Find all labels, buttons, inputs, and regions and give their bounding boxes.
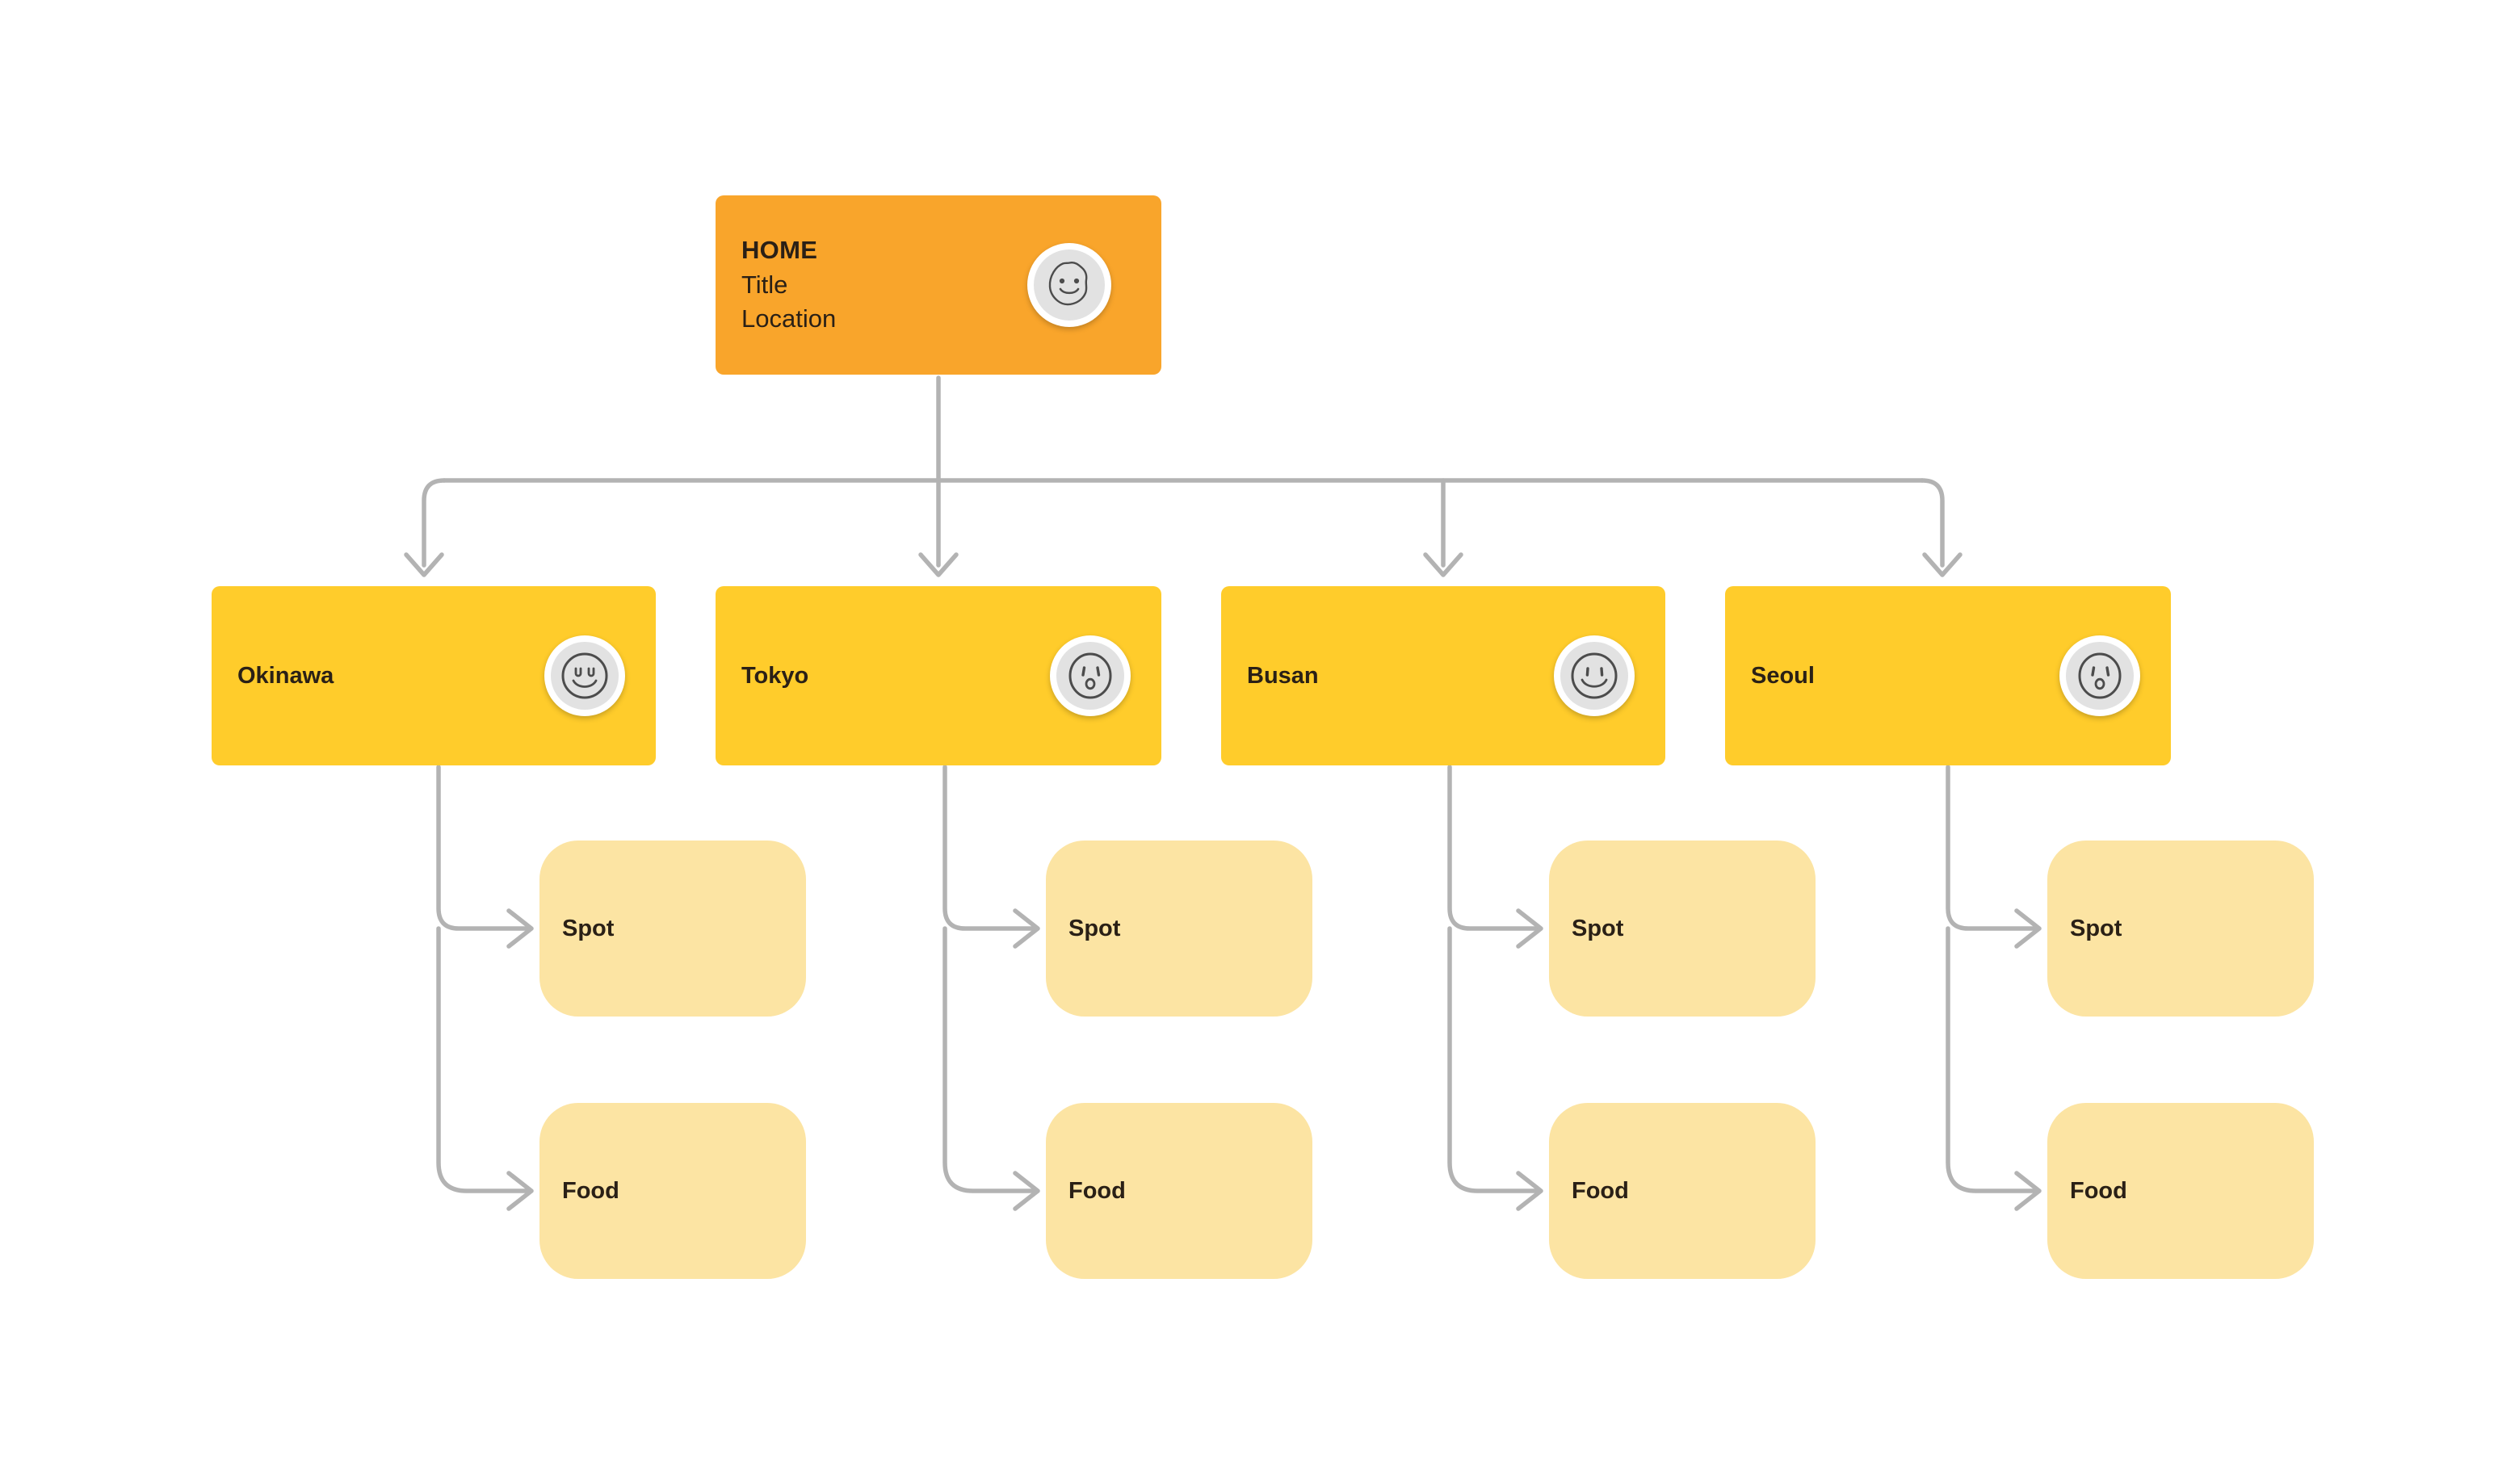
- home-card-body: HOME Title Location: [741, 195, 1161, 375]
- node-card-home[interactable]: HOME Title Location: [716, 195, 1161, 375]
- happy-closed-eyes-face-icon: [561, 652, 608, 699]
- node-card-busan[interactable]: Busan: [1221, 586, 1665, 765]
- arrowhead-okinawa: [404, 552, 444, 577]
- avatar: [544, 635, 625, 716]
- avatar: [2059, 635, 2140, 716]
- leaf-label: Food: [562, 1177, 619, 1204]
- blob-smiley-face-icon: [1048, 261, 1088, 306]
- connector-seoul-children: [1946, 765, 2039, 1193]
- city-label: Busan: [1247, 662, 1319, 689]
- avatar-inner: [551, 642, 619, 710]
- home-subtitle-location: Location: [741, 304, 837, 333]
- surprised-face-icon: [1068, 652, 1112, 699]
- arrowhead-seoul-spot: [2014, 908, 2042, 949]
- leaf-label: Spot: [562, 915, 615, 941]
- arrowhead-busan: [1423, 552, 1463, 577]
- connector-to-okinawa: [422, 478, 447, 568]
- avatar-inner: [1560, 642, 1628, 710]
- surprised-face-icon: [2078, 652, 2122, 699]
- node-card-seoul-food[interactable]: Food: [2047, 1103, 2314, 1279]
- arrowhead-seoul-food: [2014, 1171, 2042, 1211]
- node-card-busan-spot[interactable]: Spot: [1549, 841, 1816, 1017]
- connector-to-seoul: [1920, 478, 1945, 568]
- leaf-label: Food: [1068, 1177, 1126, 1204]
- arrowhead-okinawa-food: [506, 1171, 534, 1211]
- connector-okinawa-children: [436, 765, 531, 1193]
- node-card-okinawa-food[interactable]: Food: [539, 1103, 806, 1279]
- node-card-busan-food[interactable]: Food: [1549, 1103, 1816, 1279]
- node-card-okinawa-spot[interactable]: Spot: [539, 841, 806, 1017]
- arrowhead-busan-spot: [1516, 908, 1543, 949]
- smiley-face-icon: [1571, 652, 1618, 699]
- avatar: [1554, 635, 1635, 716]
- leaf-label: Food: [1572, 1177, 1629, 1204]
- arrowhead-tokyo: [918, 552, 959, 577]
- arrowhead-tokyo-food: [1013, 1171, 1040, 1211]
- leaf-label: Food: [2070, 1177, 2127, 1204]
- node-card-tokyo-food[interactable]: Food: [1046, 1103, 1312, 1279]
- avatar-inner: [2066, 642, 2134, 710]
- home-card-text: HOME Title Location: [741, 237, 836, 333]
- arrowhead-okinawa-spot: [506, 908, 534, 949]
- avatar: [1050, 635, 1131, 716]
- node-card-tokyo[interactable]: Tokyo: [716, 586, 1161, 765]
- arrowhead-tokyo-spot: [1013, 908, 1040, 949]
- node-card-okinawa[interactable]: Okinawa: [212, 586, 656, 765]
- city-label: Seoul: [1751, 662, 1815, 689]
- leaf-label: Spot: [1572, 915, 1624, 941]
- connector-tokyo-children: [942, 765, 1038, 1193]
- avatar: [1027, 243, 1111, 327]
- leaf-label: Spot: [1068, 915, 1121, 941]
- avatar-inner: [1056, 642, 1124, 710]
- city-label: Okinawa: [237, 662, 334, 689]
- node-card-tokyo-spot[interactable]: Spot: [1046, 841, 1312, 1017]
- connector-busan-children: [1447, 765, 1541, 1193]
- avatar-inner: [1034, 249, 1105, 321]
- node-card-seoul-spot[interactable]: Spot: [2047, 841, 2314, 1017]
- leaf-label: Spot: [2070, 915, 2122, 941]
- arrowhead-seoul: [1922, 552, 1963, 577]
- node-card-seoul[interactable]: Seoul: [1725, 586, 2171, 765]
- city-label: Tokyo: [741, 662, 809, 689]
- home-subtitle-title: Title: [741, 270, 788, 299]
- arrowhead-busan-food: [1516, 1171, 1543, 1211]
- home-title: HOME: [741, 236, 818, 265]
